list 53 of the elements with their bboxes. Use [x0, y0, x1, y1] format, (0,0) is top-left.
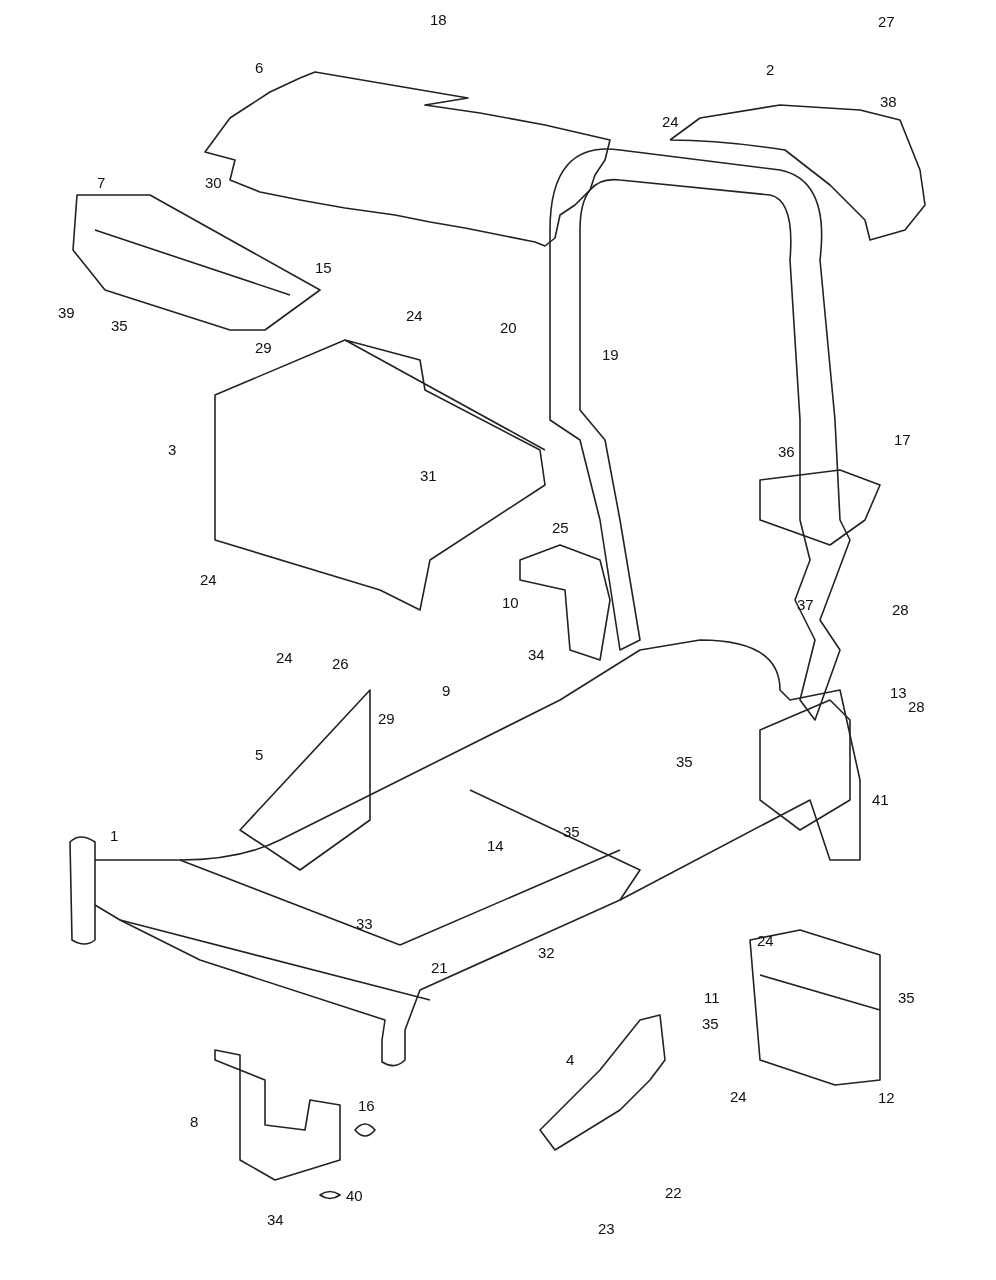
callout-number: 24 [662, 114, 679, 130]
callout-number: 32 [538, 945, 555, 961]
callout-number: 9 [442, 683, 451, 699]
callout-number: 34 [267, 1212, 284, 1228]
callout-number: 2 [766, 62, 775, 78]
callout-number: 40 [346, 1188, 363, 1204]
callout-number: 24 [406, 308, 423, 324]
callout-number: 24 [730, 1089, 747, 1105]
callout-number: 25 [552, 520, 569, 536]
callout-number: 8 [190, 1114, 199, 1130]
callout-number: 41 [872, 792, 889, 808]
callout-number: 20 [500, 320, 517, 336]
callout-number: 1 [110, 828, 119, 844]
callout-number: 16 [358, 1098, 375, 1114]
callout-number: 35 [111, 318, 128, 334]
callout-number: 26 [332, 656, 349, 672]
callout-number: 7 [97, 175, 106, 191]
callout-number: 4 [566, 1052, 575, 1068]
callout-number: 14 [487, 838, 504, 854]
callout-number: 33 [356, 916, 373, 932]
callout-number: 3 [168, 442, 177, 458]
callout-number: 23 [598, 1221, 615, 1237]
callout-number: 5 [255, 747, 264, 763]
callout-number: 17 [894, 432, 911, 448]
callout-number: 34 [528, 647, 545, 663]
callout-number: 35 [563, 824, 580, 840]
callout-number: 13 [890, 685, 907, 701]
callout-number: 35 [898, 990, 915, 1006]
callout-number: 28 [908, 699, 925, 715]
callout-number: 31 [420, 468, 437, 484]
callout-number: 11 [704, 990, 720, 1006]
callout-number: 38 [880, 94, 897, 110]
callout-number: 18 [430, 12, 447, 28]
callout-number: 15 [315, 260, 332, 276]
callout-number: 24 [757, 933, 774, 949]
callout-number: 39 [58, 305, 75, 321]
callout-number: 12 [878, 1090, 895, 1106]
callout-number: 21 [431, 960, 448, 976]
callout-number: 28 [892, 602, 909, 618]
callout-number: 24 [276, 650, 293, 666]
callout-number: 36 [778, 444, 795, 460]
callout-number: 29 [255, 340, 272, 356]
callout-number: 24 [200, 572, 217, 588]
callout-number: 30 [205, 175, 222, 191]
callout-number: 22 [665, 1185, 682, 1201]
callout-number: 37 [797, 597, 814, 613]
callout-number: 19 [602, 347, 619, 363]
callout-number: 10 [502, 595, 519, 611]
callout-number: 35 [702, 1016, 719, 1032]
callout-number: 6 [255, 60, 264, 76]
callout-number: 29 [378, 711, 395, 727]
callout-number: 27 [878, 14, 895, 30]
callout-number: 35 [676, 754, 693, 770]
